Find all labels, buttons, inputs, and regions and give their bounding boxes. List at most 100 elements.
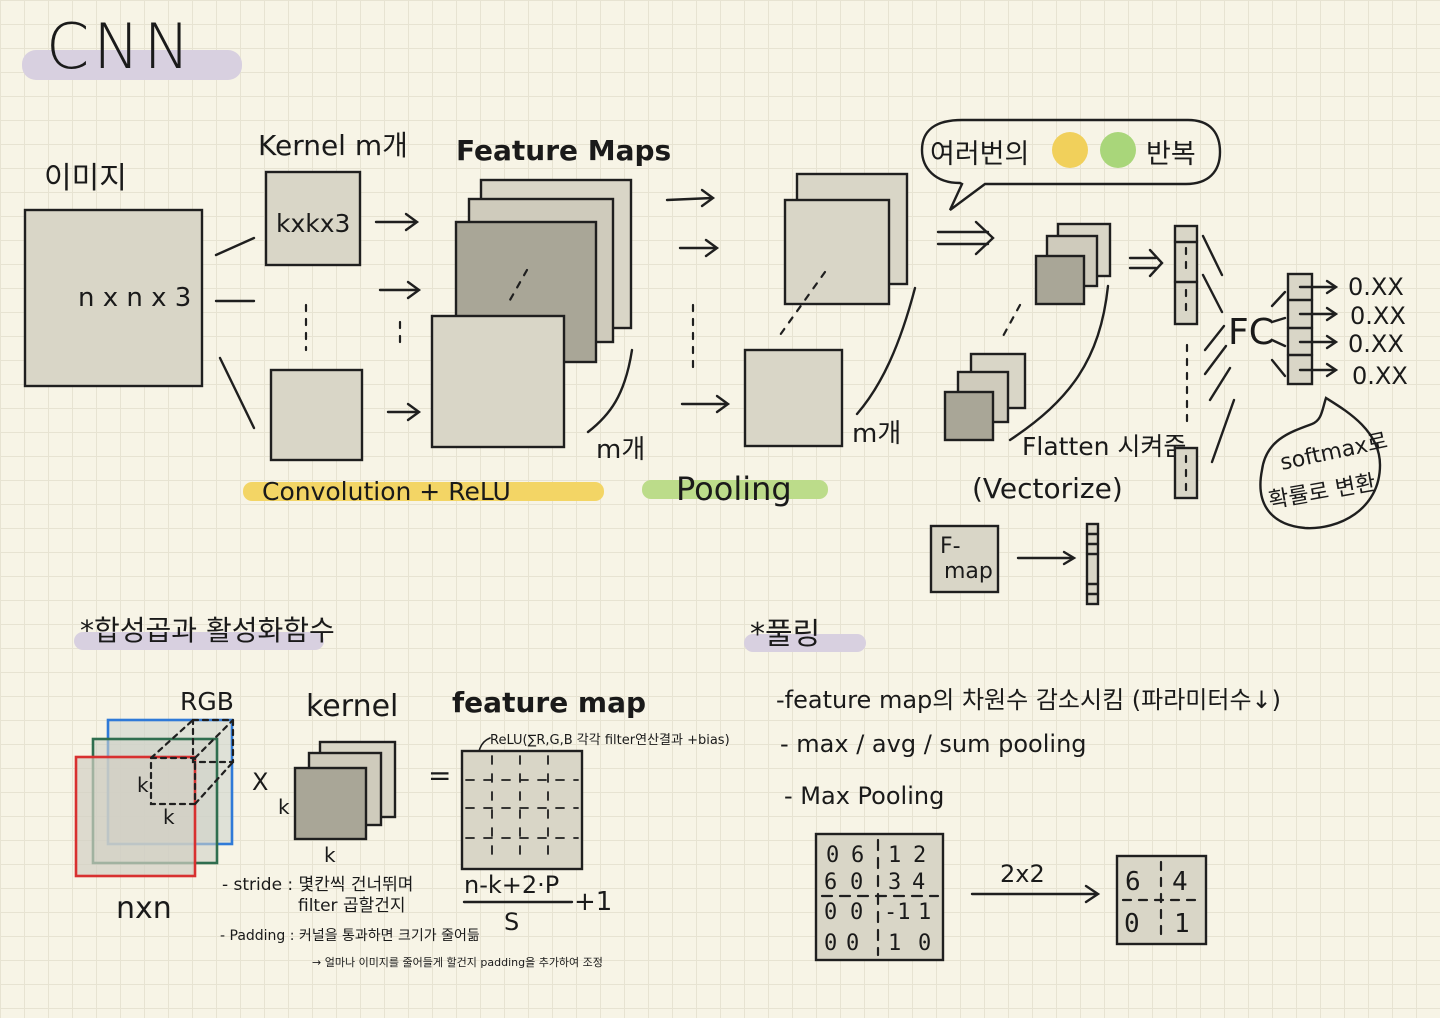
grid-cell: 6: [1125, 867, 1141, 897]
title-group: CNN: [22, 10, 242, 83]
flatten-label: Flatten 시켜줌: [1022, 432, 1186, 461]
pool-dot-icon: [1100, 132, 1136, 168]
small-stacks-group: [943, 222, 1112, 442]
fmap-line1: F-: [940, 534, 961, 559]
pool-arrows: [665, 188, 731, 414]
pool-bullet-1: -feature map의 차원수 감소시킴 (파라미터수↓): [776, 686, 1281, 714]
feature-map-front: [430, 314, 566, 449]
arrow-icon: [1298, 362, 1339, 378]
arrow-icon: [680, 394, 731, 414]
grid-cell: 0: [1124, 909, 1140, 939]
arrow-icon: [386, 402, 422, 422]
conv-highlight: [243, 482, 604, 501]
image-size-label: n x n x 3: [78, 283, 191, 313]
speech-bubble: [1259, 396, 1382, 530]
pool-input-cells: 0 6 1 2 6 0 3 4 0 0 -1 1 0 0 1 0: [824, 843, 931, 956]
vector-column-group: [1173, 224, 1236, 500]
rgb-label: RGB: [180, 687, 234, 716]
kernel-count-label: Kernel m개: [258, 129, 408, 162]
m-count-2: m개: [852, 419, 901, 449]
softmax-line2: 확률로 변환: [1267, 470, 1378, 513]
grid-cell: 4: [1172, 867, 1188, 897]
fmap-example: F- map: [929, 522, 1100, 606]
pool-highlight: [642, 480, 828, 499]
softmax-bubble: softmax로 확률로 변환: [1259, 396, 1390, 530]
output-value: 0.XX: [1352, 362, 1408, 390]
grid-cell: 6: [851, 843, 864, 868]
kernel-label: kernel: [306, 689, 398, 724]
grid-cell: 0: [850, 900, 863, 925]
pool-output-cells: 6 4 0 1: [1124, 867, 1190, 939]
relu-note: ReLU(∑R,G,B 각각 filter연산결과 +bias): [490, 733, 730, 748]
grid-cell: -1: [884, 900, 911, 925]
title-highlight: [22, 50, 242, 80]
fmap-box: [929, 524, 1000, 594]
vector-segment: [1173, 224, 1199, 326]
grid-cell: 0: [846, 931, 859, 956]
pooling-label-group: Pooling: [642, 470, 828, 508]
output-value: 0.XX: [1348, 273, 1404, 301]
pool-bullet-3: - Max Pooling: [784, 782, 944, 810]
repeat-prefix: 여러번의: [930, 139, 1029, 170]
output-feature-map: [460, 749, 584, 871]
heading-highlight: [744, 634, 866, 652]
arrow-icon: [678, 238, 720, 258]
repeat-bubble: 여러번의 반복: [920, 118, 1222, 211]
arrow-icon: [1298, 306, 1339, 322]
grid-cell: 4: [912, 870, 925, 895]
kernel-size-label: kxkx3: [276, 209, 350, 238]
fmap-line2: map: [944, 559, 993, 584]
softmax-line1: softmax로: [1278, 429, 1390, 476]
kernel-cube: [149, 718, 235, 806]
grid-cell: 1: [1174, 909, 1190, 939]
k-label: k: [137, 773, 149, 797]
pool-size-label: 2x2: [1000, 860, 1045, 888]
conv-relu-label-group: Convolution + ReLU: [243, 477, 604, 506]
kernels-group: Kernel m개 kxkx3: [258, 129, 408, 462]
channel-red: [74, 755, 197, 878]
formula-numerator: n-k+2·P: [464, 871, 559, 899]
pooling-label: Pooling: [676, 470, 792, 508]
page-title: CNN: [46, 10, 194, 83]
formula-denominator: S: [504, 908, 519, 936]
conv-section: *합성곱과 활성화함수 RGB k k nxn X kernel k k = f…: [74, 614, 730, 969]
arrow-icon: [378, 280, 422, 300]
arrow-icon: [1298, 279, 1339, 295]
feature-maps-group: Feature Maps m개: [430, 134, 671, 465]
padding-line1: - Padding : 커널을 통과하면 크기가 줄어듦: [220, 928, 480, 944]
grid-cell: 2: [913, 843, 926, 868]
grid-cell: 1: [888, 843, 901, 868]
feature-maps-label: Feature Maps: [456, 134, 671, 167]
connector-line: [218, 356, 256, 430]
small-map: [1034, 254, 1086, 306]
input-image-group: 이미지 n x n x 3: [23, 161, 256, 430]
stride-line1: - stride : 몇칸씩 건너뛰며: [222, 875, 413, 895]
grid-cell: 0: [824, 900, 837, 925]
grid-cell: 1: [888, 931, 901, 956]
speech-bubble: [920, 118, 1222, 211]
pooled-maps-group: m개: [743, 172, 917, 449]
feature-map-ellipsis: [508, 268, 529, 302]
vectorize-label: (Vectorize): [972, 472, 1123, 505]
grid-cell: 1: [918, 900, 931, 925]
conv-relu-label: Convolution + ReLU: [262, 477, 511, 506]
kernel-top: [264, 170, 362, 267]
output-value: 0.XX: [1350, 302, 1406, 330]
equals-sign: =: [428, 759, 451, 792]
connector-line: [214, 236, 256, 257]
output-value: 0.XX: [1348, 330, 1404, 358]
featuremap-label: feature map: [452, 686, 646, 719]
arrow-icon: [1298, 334, 1339, 350]
pool-section: *풀링 -feature map의 차원수 감소시킴 (파라미터수↓) - ma…: [744, 617, 1281, 962]
k-label: k: [324, 843, 336, 867]
nxn-label: nxn: [116, 891, 172, 926]
brace-m: [586, 348, 634, 434]
pool-section-heading: *풀링: [750, 617, 820, 652]
brace-line: [1008, 284, 1110, 442]
padding-line2: → 얼마나 이미지를 줄어들게 할건지 padding을 추가하여 조정: [312, 955, 603, 969]
grid-cell: 0: [824, 931, 837, 956]
conv-arrows: [374, 212, 422, 422]
arrow-icon: [1016, 550, 1077, 566]
pooled-ellipsis: [778, 270, 827, 337]
